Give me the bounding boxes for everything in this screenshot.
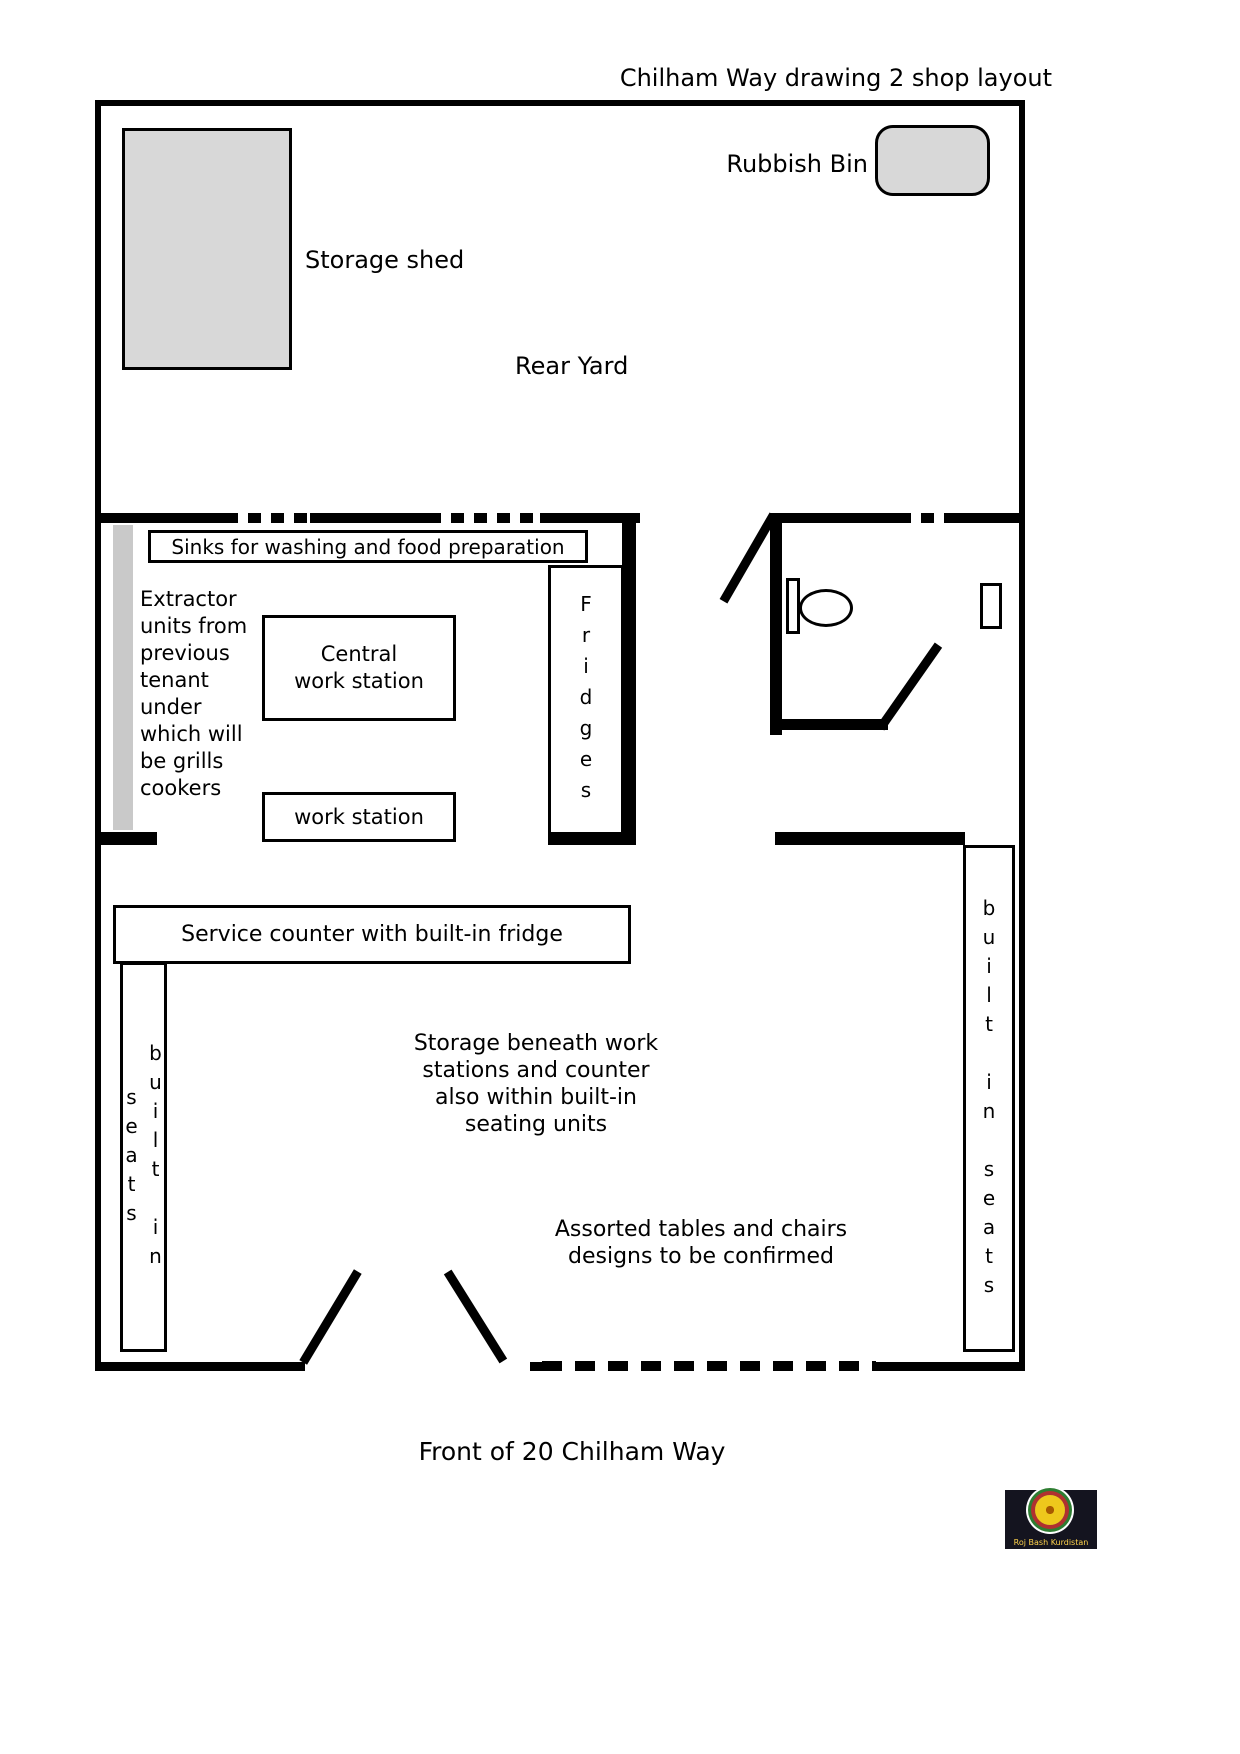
toilet-wall-bottom	[770, 719, 888, 730]
site-logo: Roj Bash Kurdistan	[1005, 1490, 1097, 1549]
door-leaf-rear	[719, 512, 778, 604]
wall-outer-left	[95, 100, 101, 1370]
kitchen-window-dashed-3	[898, 513, 955, 523]
toilet-cistern	[786, 578, 800, 634]
front-label: Front of 20 Chilham Way	[418, 1437, 726, 1466]
service-counter: Service counter with built-in fridge	[113, 905, 631, 964]
wall-front-stub	[530, 1362, 542, 1371]
kitchen-window-dashed-1	[225, 513, 310, 523]
wall-kitchen-left-stub	[95, 832, 157, 845]
central-workstation-label: Central work station	[294, 642, 424, 693]
seating-right: built in seats	[963, 845, 1015, 1352]
central-workstation: Central work station	[262, 615, 456, 721]
fridges-unit: Fridges	[548, 565, 624, 835]
seating-left: built in seats	[119, 962, 168, 1352]
wall-kitchen-3	[540, 513, 640, 523]
seating-right-label: built in seats	[977, 895, 1001, 1302]
storage-shed-label: Storage shed	[305, 246, 465, 274]
tables-note: Assorted tables and chairs designs to be…	[554, 1217, 848, 1269]
wall-kitchen-2	[310, 513, 428, 523]
fridges-label: Fridges	[574, 591, 598, 809]
extractor-note: Extractor units from previous tenant und…	[140, 587, 248, 800]
wall-front-left	[95, 1362, 305, 1371]
seating-left-label: built in seats	[119, 1041, 168, 1273]
drawing-title: Chilham Way drawing 2 shop layout	[619, 64, 1052, 92]
workstation: work station	[262, 792, 456, 842]
workstation-label: work station	[294, 805, 424, 829]
wall-outer-right	[1019, 100, 1025, 1370]
wall-kitchen-5	[955, 513, 1025, 523]
toilet-wall-left	[770, 513, 782, 735]
kitchen-window-dashed-2	[428, 513, 540, 523]
rubbish-bin-label: Rubbish Bin	[726, 150, 868, 178]
door-leaf-front-left	[299, 1269, 362, 1365]
sinks-unit: Sinks for washing and food preparation	[148, 530, 588, 563]
storage-shed	[122, 128, 292, 370]
wall-fridges-stub	[548, 833, 636, 845]
rubbish-bin	[875, 125, 990, 196]
service-counter-label: Service counter with built-in fridge	[181, 922, 563, 947]
door-leaf-front-right	[443, 1269, 508, 1364]
wall-kitchen-lower-right	[775, 832, 965, 845]
storage-note: Storage beneath work stations and counte…	[413, 1031, 659, 1137]
extractor-unit	[113, 525, 133, 830]
wall-kitchen-4	[770, 513, 898, 523]
washbasin	[980, 583, 1002, 629]
wall-kitchen-right-vertical	[622, 513, 636, 845]
wall-front-right	[876, 1362, 1025, 1371]
sinks-label: Sinks for washing and food preparation	[171, 534, 565, 559]
front-window-dashed	[542, 1361, 876, 1371]
toilet-bowl	[799, 589, 853, 627]
door-leaf-toilet	[876, 642, 943, 731]
logo-emblem-icon	[1035, 1495, 1065, 1525]
logo-text: Roj Bash Kurdistan	[1013, 1538, 1089, 1547]
wall-kitchen-1	[95, 513, 225, 523]
wall-outer-top	[95, 100, 1025, 106]
rear-yard-label: Rear Yard	[515, 352, 629, 380]
